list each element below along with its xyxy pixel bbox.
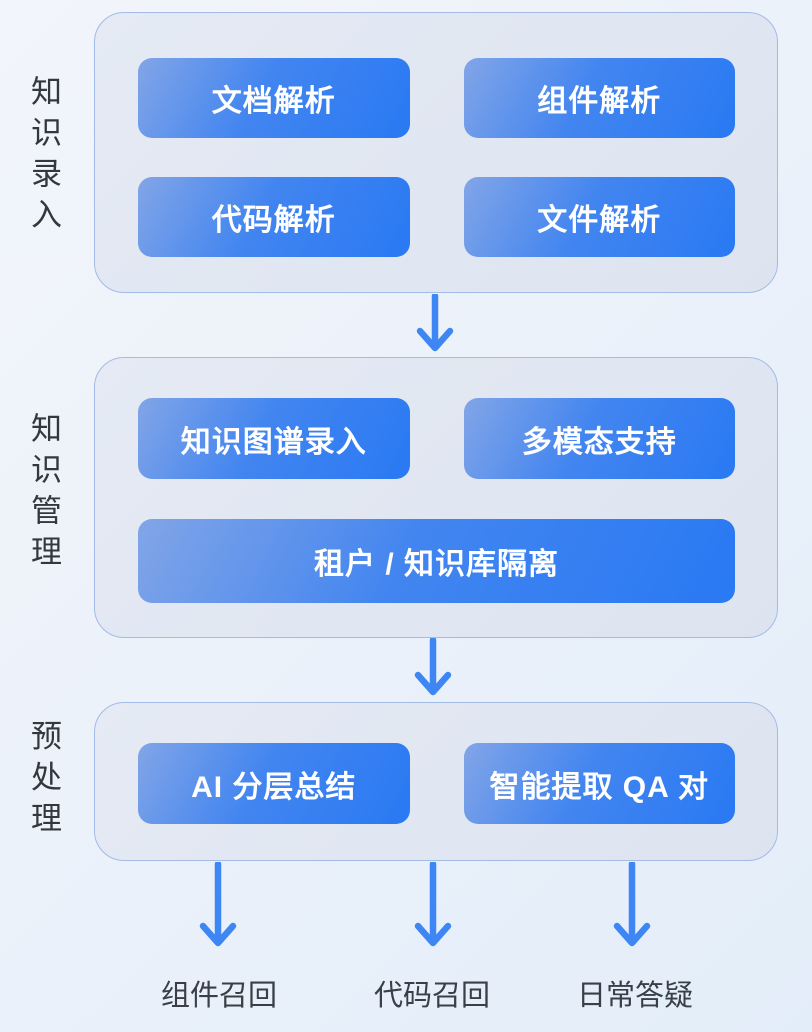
node-component-parsing: 组件解析	[463, 58, 735, 138]
stage-label-knowledge-input: 知识录入	[26, 75, 61, 239]
node-knowledge-graph-input: 知识图谱录入	[138, 398, 410, 479]
output-label-code-recall: 代码召回	[373, 980, 491, 1012]
output-label-daily-qa: 日常答疑	[576, 980, 694, 1012]
stage-label-preprocessing: 预处理	[26, 719, 61, 843]
arrow-down-icon	[414, 862, 452, 947]
node-code-parsing: 代码解析	[138, 177, 410, 257]
arrow-down-icon	[613, 862, 651, 947]
stage-label-knowledge-management: 知识管理	[26, 412, 61, 576]
stage-panel-preprocessing: AI 分层总结 智能提取 QA 对	[94, 702, 778, 861]
node-tenant-kb-isolation: 租户 / 知识库隔离	[138, 519, 735, 603]
stage-panel-knowledge-input: 文档解析 组件解析 代码解析 文件解析	[94, 12, 778, 293]
node-multimodal-support: 多模态支持	[463, 398, 735, 479]
arrow-down-icon	[414, 638, 452, 696]
arrow-down-icon	[416, 294, 454, 352]
arrow-down-icon	[199, 862, 237, 947]
node-document-parsing: 文档解析	[138, 58, 410, 138]
stage-panel-knowledge-management: 知识图谱录入 多模态支持 租户 / 知识库隔离	[94, 357, 778, 638]
node-qa-pair-extraction: 智能提取 QA 对	[463, 743, 735, 824]
node-ai-hierarchical-summary: AI 分层总结	[138, 743, 410, 824]
output-label-component-recall: 组件召回	[160, 980, 278, 1012]
node-file-parsing: 文件解析	[463, 177, 735, 257]
